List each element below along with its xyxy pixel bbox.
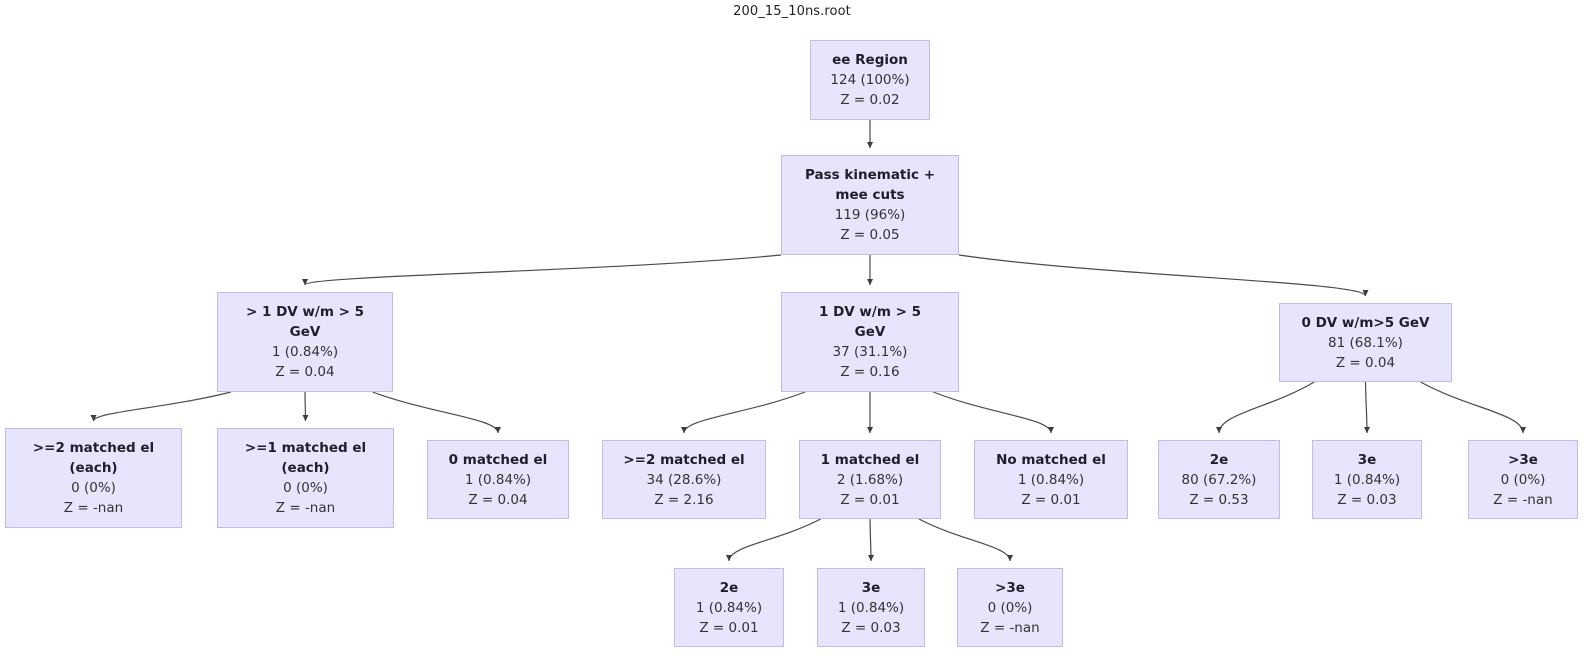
node-label: 0 DV w/m>5 GeV — [1301, 314, 1430, 331]
node-ge2_each[interactable]: >=2 matched el(each) 0 (0%) Z = -nan — [5, 428, 182, 528]
node-label: ee Region — [832, 52, 908, 68]
edge-one_dv-to-ge2_matched — [680, 391, 806, 434]
node-one_matched[interactable]: 1 matched el 2 (1.68%) Z = 0.01 — [799, 440, 941, 519]
node-significance: Z = -nan — [63, 500, 124, 516]
edge-zero_dv-to-zero_dv_2e — [1215, 381, 1315, 434]
node-label: Pass kinematic +mee cuts — [804, 167, 936, 203]
node-label: >=2 matched el(each) — [32, 440, 155, 476]
edge-one_matched-to-one_m_3e — [867, 518, 875, 562]
node-significance: Z = 0.04 — [275, 364, 335, 380]
edge-one_dv-to-no_matched — [933, 391, 1055, 434]
node-count: 124 (100%) — [830, 72, 910, 88]
node-count: 0 (0%) — [71, 480, 116, 496]
node-label: 1 matched el — [820, 451, 920, 468]
node-significance: Z = 0.01 — [1021, 491, 1081, 508]
node-significance: Z = 0.02 — [840, 92, 900, 108]
node-count: 1 (0.84%) — [1333, 471, 1401, 488]
node-count: 81 (68.1%) — [1328, 334, 1403, 351]
node-label: 2e — [1209, 451, 1229, 468]
node-significance: Z = -nan — [275, 500, 336, 516]
node-zero_matched_a[interactable]: 0 matched el 1 (0.84%) Z = 0.04 — [427, 440, 569, 519]
node-count: 0 (0%) — [283, 480, 328, 496]
node-significance: Z = 0.03 — [1337, 491, 1397, 508]
node-significance: Z = 0.01 — [840, 491, 900, 508]
edge-gt1dv-to-ge2_each — [90, 391, 232, 422]
node-significance: Z = 0.16 — [840, 364, 900, 380]
node-count: 0 (0%) — [1500, 471, 1546, 488]
node-significance: Z = 0.05 — [840, 227, 900, 243]
node-count: 1 (0.84%) — [837, 599, 905, 616]
node-count: 37 (31.1%) — [832, 344, 908, 360]
node-count: 1 (0.84%) — [695, 599, 763, 616]
node-significance: Z = 0.03 — [841, 619, 901, 636]
node-label: >=2 matched el — [623, 451, 745, 468]
node-label: 0 matched el — [448, 451, 548, 468]
edge-pass_kin-to-zero_dv — [958, 254, 1369, 297]
edge-pass_kin-to-gt1dv — [302, 254, 782, 286]
node-significance: Z = 2.16 — [654, 491, 714, 508]
node-one_m_2e[interactable]: 2e 1 (0.84%) Z = 0.01 — [674, 568, 784, 647]
node-ee_region[interactable]: ee Region 124 (100%) Z = 0.02 — [810, 40, 930, 120]
node-label: 2e — [719, 579, 739, 596]
edge-gt1dv-to-ge1_each — [302, 391, 309, 422]
node-label: 3e — [1357, 451, 1377, 468]
node-label: >3e — [995, 579, 1025, 596]
edge-zero_dv-to-zero_dv_3e — [1363, 381, 1371, 434]
node-zero_dv_2e[interactable]: 2e 80 (67.2%) Z = 0.53 — [1158, 440, 1280, 519]
node-pass_kin[interactable]: Pass kinematic +mee cuts 119 (96%) Z = 0.0… — [781, 155, 959, 255]
page-title: 200_15_10ns.root — [733, 4, 851, 19]
node-zero_dv_gt3e[interactable]: >3e 0 (0%) Z = -nan — [1468, 440, 1578, 519]
node-ge2_matched[interactable]: >=2 matched el 34 (28.6%) Z = 2.16 — [602, 440, 766, 519]
node-count: 119 (96%) — [834, 207, 906, 223]
node-zero_dv[interactable]: 0 DV w/m>5 GeV 81 (68.1%) Z = 0.04 — [1279, 303, 1452, 382]
node-significance: Z = 0.04 — [1335, 354, 1396, 371]
node-ge1_each[interactable]: >=1 matched el(each) 0 (0%) Z = -nan — [217, 428, 394, 528]
node-count: 0 (0%) — [987, 599, 1033, 616]
edge-gt1dv-to-zero_matched_a — [372, 391, 502, 434]
node-count: 1 (0.84%) — [1017, 471, 1085, 488]
node-label: >3e — [1508, 451, 1538, 468]
node-count: 2 (1.68%) — [836, 471, 904, 488]
node-significance: Z = 0.04 — [468, 491, 528, 508]
edge-one_matched-to-one_m_gt3e — [918, 518, 1014, 562]
node-significance: Z = 0.01 — [699, 619, 759, 636]
node-significance: Z = 0.53 — [1189, 491, 1249, 508]
node-one_m_3e[interactable]: 3e 1 (0.84%) Z = 0.03 — [817, 568, 925, 647]
node-label: No matched el — [996, 451, 1106, 468]
edge-one_matched-to-one_m_2e — [725, 518, 821, 562]
node-count: 1 (0.84%) — [464, 471, 532, 488]
node-count: 80 (67.2%) — [1181, 471, 1257, 488]
node-count: 34 (28.6%) — [646, 471, 722, 488]
node-count: 1 (0.84%) — [271, 344, 339, 360]
edge-zero_dv-to-zero_dv_gt3e — [1420, 381, 1527, 434]
node-no_matched[interactable]: No matched el 1 (0.84%) Z = 0.01 — [974, 440, 1128, 519]
node-zero_dv_3e[interactable]: 3e 1 (0.84%) Z = 0.03 — [1312, 440, 1422, 519]
node-significance: Z = -nan — [980, 619, 1040, 636]
node-one_m_gt3e[interactable]: >3e 0 (0%) Z = -nan — [957, 568, 1063, 647]
node-label: >=1 matched el(each) — [244, 440, 367, 476]
node-significance: Z = -nan — [1493, 491, 1553, 508]
node-label: 3e — [861, 579, 881, 596]
